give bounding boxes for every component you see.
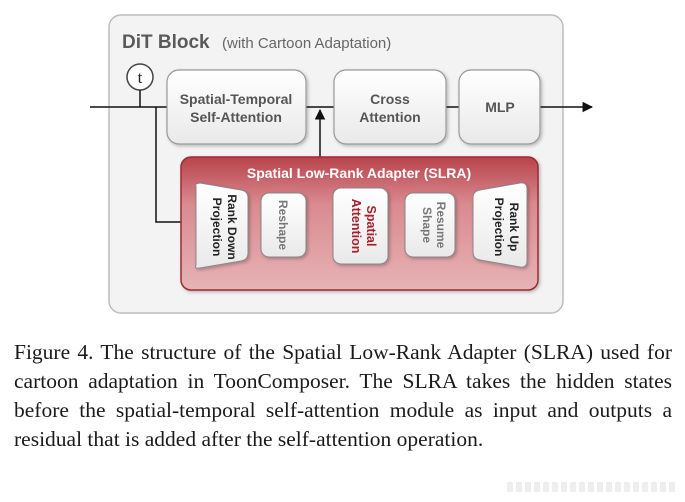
- spatial-temporal-self-attention-module: [166, 69, 307, 145]
- rank-down-label-line2: Projection: [210, 198, 224, 257]
- slra-title: Spatial Low-Rank Adapter (SLRA): [247, 165, 471, 181]
- reshape-label: Reshape: [276, 200, 290, 250]
- figure-label: Figure 4.: [14, 340, 94, 364]
- figure-caption-text: The structure of the Spatial Low-Rank Ad…: [14, 340, 672, 451]
- spatial-temporal-label-line2: Self-Attention: [190, 109, 282, 125]
- rank-down-label-line1: Rank Down: [225, 194, 239, 259]
- resume-shape-label-line2: Shape: [420, 207, 434, 243]
- slra-diagram: DiT Block (with Cartoon Adaptation) t Sp…: [90, 14, 594, 314]
- spatial-attention-module: [332, 187, 389, 265]
- figure-caption: Figure 4. The structure of the Spatial L…: [14, 338, 672, 454]
- resume-shape-module: [404, 192, 456, 258]
- rank-down-projection-module: [195, 182, 249, 269]
- resume-shape-label-line1: Resume: [434, 202, 448, 249]
- spatial-temporal-label-line1: Spatial-Temporal: [180, 91, 293, 107]
- dit-block-subtitle: (with Cartoon Adaptation): [222, 35, 391, 52]
- dit-block-title: DiT Block: [122, 32, 210, 53]
- cross-attention-label-line1: Cross: [370, 91, 410, 107]
- slra-input-arrow: [155, 107, 193, 228]
- spatial-attention-label-line1: Spatial: [364, 206, 378, 247]
- mlp-label: MLP: [485, 99, 515, 115]
- timestep-label: t: [138, 68, 143, 87]
- reshape-module: [260, 192, 307, 258]
- rank-up-label-line2: Projection: [492, 198, 506, 257]
- watermark: [507, 482, 677, 492]
- rank-up-projection-module: [472, 182, 528, 268]
- mlp-module: [458, 69, 541, 145]
- rank-up-label-line1: Rank Up: [507, 203, 521, 252]
- cross-attention-label-line2: Attention: [359, 109, 420, 125]
- spatial-attention-label-line2: Attention: [349, 199, 363, 254]
- cross-attention-module: [333, 69, 447, 145]
